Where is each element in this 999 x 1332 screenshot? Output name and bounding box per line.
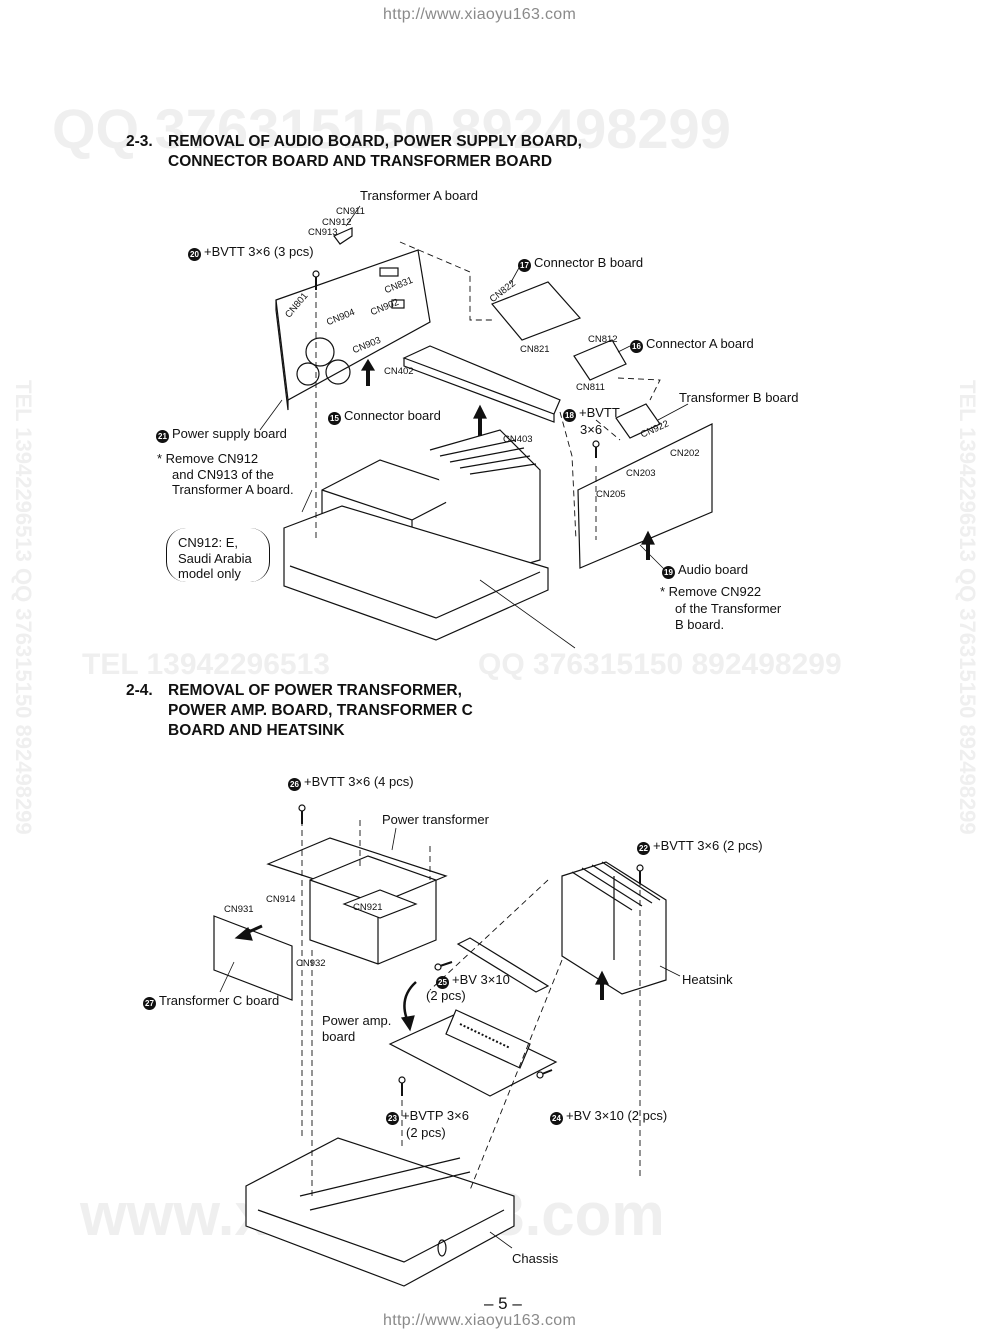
label-audio-board: Audio board <box>678 562 749 577</box>
watermark-side-right: TEL 13942296513 QQ 376315150 892498299 <box>955 380 980 835</box>
label-screw-25-b: (2 pcs) <box>426 988 466 1003</box>
connector-b-board-shape <box>491 281 582 341</box>
watermark-qq-top: QQ 376315150 892498299 <box>52 97 731 160</box>
callout-27-icon: 27 <box>143 997 156 1010</box>
label-cn921: CN921 <box>353 902 383 913</box>
label-cn403: CN403 <box>503 434 533 445</box>
label-cn205: CN205 <box>596 489 626 500</box>
callout-15-icon: 15 <box>328 412 341 425</box>
url-top[interactable]: http://www.xiaoyu163.com <box>383 6 577 23</box>
page-number: – 5 – <box>484 1294 522 1313</box>
callout-21-icon: 21 <box>156 430 169 443</box>
callout-26-icon: 26 <box>288 778 301 791</box>
connector-board-shape <box>402 345 561 415</box>
label-screw-23-a: +BVTP 3×6 <box>402 1108 469 1123</box>
note-psu-line2: and CN913 of the <box>172 467 274 482</box>
audio-board-shape <box>577 423 713 569</box>
url-bottom[interactable]: http://www.xiaoyu163.com <box>383 1312 577 1329</box>
paren-note-line3: model only <box>178 566 241 581</box>
callout-19-icon: 19 <box>662 566 675 579</box>
label-cn914: CN914 <box>266 894 296 905</box>
power-amp-board-shape <box>388 1013 558 1097</box>
callout-25-icon: 25 <box>436 976 449 989</box>
label-power-supply-board: Power supply board <box>172 426 287 441</box>
connector-a-board-shape <box>573 339 627 381</box>
label-screw-20: +BVTT 3×6 (3 pcs) <box>204 244 314 259</box>
label-cn202: CN202 <box>670 448 700 459</box>
heatsink-bracket-shape <box>456 937 550 993</box>
label-connector-b-board: Connector B board <box>534 255 644 270</box>
section-23-number: 2-3. <box>126 133 153 150</box>
label-cn811: CN811 <box>576 382 605 393</box>
note-audio-line2: of the Transformer <box>675 601 782 616</box>
watermark-qq-mid: QQ 376315150 892498299 <box>478 648 842 681</box>
label-screw-24: +BV 3×10 (2 pcs) <box>566 1108 668 1123</box>
label-cn913: CN913 <box>308 227 338 238</box>
transformer-a-board-shape <box>333 227 353 245</box>
transformer-b-board-shape <box>615 403 661 439</box>
label-power-amp-b: board <box>322 1029 356 1044</box>
label-screw-26: +BVTT 3×6 (4 pcs) <box>304 774 414 789</box>
label-transformer-b-board: Transformer B board <box>679 390 799 405</box>
chassis-shape-2 <box>245 1137 515 1287</box>
label-cn911: CN911 <box>336 206 365 217</box>
label-screw-22: +BVTT 3×6 (2 pcs) <box>653 838 763 853</box>
label-chassis: Chassis <box>512 1251 559 1266</box>
callout-20-icon: 20 <box>188 248 201 261</box>
label-power-transformer: Power transformer <box>382 812 489 827</box>
paren-note-line2: Saudi Arabia <box>178 551 252 566</box>
note-psu-line3: Transformer A board. <box>172 482 294 497</box>
label-connector-a-board: Connector A board <box>646 336 754 351</box>
label-transformer-a-board: Transformer A board <box>360 188 479 203</box>
label-cn402: CN402 <box>384 366 414 377</box>
label-connector-board: Connector board <box>344 408 441 423</box>
label-power-amp-a: Power amp. <box>322 1013 392 1028</box>
callout-24-icon: 24 <box>550 1112 563 1125</box>
watermark-tel-mid: TEL 13942296513 <box>82 648 330 681</box>
section-24-title-line2: POWER AMP. BOARD, TRANSFORMER C <box>168 702 473 719</box>
label-screw-23-b: (2 pcs) <box>406 1125 446 1140</box>
label-heatsink: Heatsink <box>682 972 733 987</box>
section-24-title-line3: BOARD AND HEATSINK <box>168 722 345 739</box>
section-23-title-line2: CONNECTOR BOARD AND TRANSFORMER BOARD <box>168 153 553 170</box>
watermark-side-left: TEL 13942296513 QQ 376315150 892498299 <box>11 380 36 835</box>
chassis-shape-1 <box>283 505 549 641</box>
note-audio-line1: * Remove CN922 <box>660 584 762 599</box>
label-screw-25-a: +BV 3×10 <box>452 972 510 987</box>
label-cn203: CN203 <box>626 468 656 479</box>
section-23-title-line1: REMOVAL OF AUDIO BOARD, POWER SUPPLY BOA… <box>168 133 582 150</box>
callout-23-icon: 23 <box>386 1112 399 1125</box>
callout-17-icon: 17 <box>518 259 531 272</box>
label-cn931: CN931 <box>224 904 254 915</box>
paren-note-line1: CN912: E, <box>178 535 238 550</box>
section-24-number: 2-4. <box>126 682 153 699</box>
power-supply-board-shape <box>275 249 431 401</box>
paren-note-box <box>166 528 270 582</box>
transformer-c-board-shape <box>213 915 293 1001</box>
note-audio-line3: B board. <box>675 617 725 632</box>
callout-22-icon: 22 <box>637 842 650 855</box>
label-cn932: CN932 <box>296 958 326 969</box>
label-cn912: CN912 <box>322 217 352 228</box>
callout-16-icon: 16 <box>630 340 643 353</box>
callout-18-icon: 18 <box>563 409 576 422</box>
label-screw-18-b: 3×6 <box>580 422 603 437</box>
label-cn821: CN821 <box>520 344 550 355</box>
label-transformer-c-board: Transformer C board <box>159 993 280 1008</box>
label-screw-18-a: +BVTT <box>579 405 620 420</box>
note-psu-line1: * Remove CN912 <box>157 451 259 466</box>
section-24-title-line1: REMOVAL OF POWER TRANSFORMER, <box>168 682 462 699</box>
label-cn812: CN812 <box>588 334 618 345</box>
